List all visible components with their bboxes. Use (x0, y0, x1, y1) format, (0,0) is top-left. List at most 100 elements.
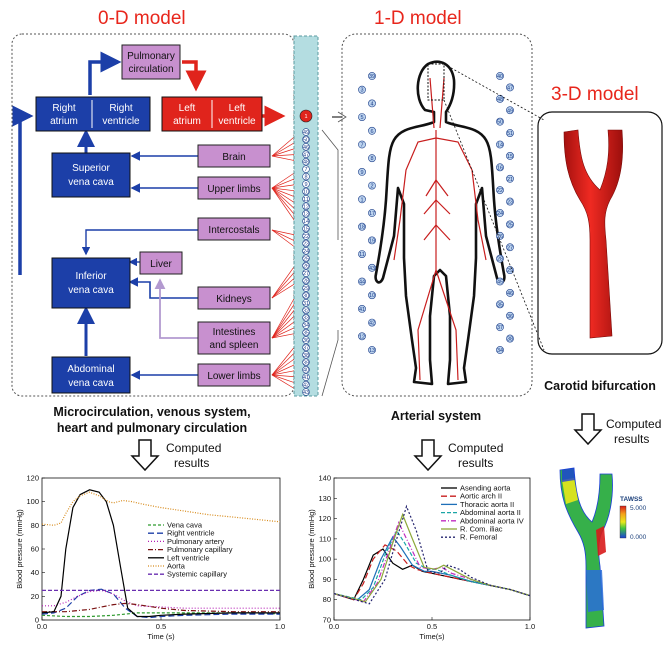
computed-arrow-1d: Computed results (413, 439, 503, 472)
strip-node[interactable] (302, 254, 310, 262)
intercostals-box[interactable] (197, 217, 271, 241)
strip-node[interactable] (302, 247, 310, 255)
artery-node[interactable] (368, 263, 376, 272)
strip-node[interactable] (302, 150, 310, 158)
strip-node-label: 48 (303, 160, 309, 166)
artery-node[interactable] (368, 99, 376, 108)
lower-limbs-box[interactable] (197, 363, 271, 387)
strip-node[interactable] (302, 143, 310, 151)
strip-node[interactable] (302, 314, 310, 322)
strip-node[interactable] (302, 128, 310, 136)
artery-node[interactable] (358, 85, 366, 94)
right-ventricle-label-1: Right (109, 103, 133, 114)
strip-node[interactable] (302, 217, 310, 225)
artery-node[interactable] (368, 154, 376, 163)
kidneys-box[interactable] (197, 286, 271, 310)
strip-node[interactable] (302, 262, 310, 270)
artery-node[interactable] (358, 113, 366, 121)
strip-node[interactable] (302, 373, 310, 381)
abdominal-vena-cava-box[interactable] (51, 356, 131, 394)
intestines-spleen-box[interactable] (197, 321, 271, 355)
artery-node[interactable] (496, 346, 504, 354)
strip-node[interactable] (302, 165, 310, 173)
strip-node[interactable] (302, 232, 310, 240)
root-node[interactable] (299, 109, 313, 123)
artery-node[interactable] (358, 140, 366, 149)
artery-node[interactable] (368, 291, 376, 300)
artery-node[interactable] (496, 186, 504, 195)
artery-node[interactable] (358, 304, 366, 313)
artery-node[interactable] (506, 129, 514, 137)
strip-node[interactable] (302, 291, 310, 300)
artery-node[interactable] (496, 277, 504, 286)
tawss-model (559, 467, 613, 629)
strip-node[interactable] (302, 366, 310, 374)
artery-node[interactable] (368, 72, 376, 80)
artery-node[interactable] (358, 250, 366, 258)
artery-node[interactable] (506, 243, 514, 252)
strip-node[interactable] (302, 195, 310, 203)
artery-node[interactable] (368, 209, 376, 217)
strip-node[interactable] (302, 299, 310, 307)
artery-node[interactable] (506, 266, 514, 274)
strip-node[interactable] (302, 180, 310, 188)
artery-node[interactable] (496, 117, 504, 126)
artery-node[interactable] (358, 332, 366, 341)
artery-node[interactable] (358, 167, 366, 176)
artery-node[interactable] (496, 254, 504, 263)
strip-node[interactable] (302, 172, 310, 181)
right-heart-box[interactable] (35, 96, 151, 132)
artery-node[interactable] (368, 236, 376, 245)
strip-node[interactable] (302, 269, 310, 277)
artery-node[interactable] (506, 106, 514, 115)
artery-node[interactable] (358, 277, 366, 286)
strip-node[interactable] (302, 284, 310, 292)
superior-vena-cava-box[interactable] (51, 152, 131, 198)
liver-box[interactable] (139, 251, 183, 275)
artery-node[interactable] (496, 323, 504, 332)
strip-node[interactable] (302, 351, 310, 359)
artery-node[interactable] (368, 126, 376, 135)
artery-node[interactable] (506, 334, 514, 343)
strip-node[interactable] (302, 388, 310, 396)
artery-node[interactable] (506, 220, 514, 229)
upper-limbs-box[interactable] (197, 176, 271, 200)
artery-node[interactable] (506, 83, 514, 92)
artery-node[interactable] (506, 197, 514, 206)
artery-node[interactable] (506, 174, 514, 183)
artery-node[interactable] (358, 195, 366, 204)
strip-node[interactable] (302, 336, 310, 344)
strip-node[interactable] (302, 380, 310, 389)
artery-node[interactable] (496, 300, 504, 309)
strip-node[interactable] (302, 210, 310, 218)
strip-node[interactable] (302, 158, 310, 166)
strip-node[interactable] (302, 343, 310, 352)
artery-node[interactable] (368, 181, 376, 190)
artery-node[interactable] (506, 311, 514, 320)
artery-node[interactable] (496, 231, 504, 240)
artery-node[interactable] (496, 209, 504, 217)
strip-node[interactable] (302, 358, 310, 366)
artery-node[interactable] (506, 289, 514, 297)
strip-node[interactable] (302, 276, 310, 285)
artery-node[interactable] (358, 222, 366, 231)
strip-node[interactable] (302, 135, 310, 144)
artery-node[interactable] (368, 346, 376, 354)
artery-node[interactable] (496, 163, 504, 172)
inferior-vena-cava-box[interactable] (51, 257, 131, 309)
strip-node[interactable] (302, 328, 310, 337)
strip-node[interactable] (302, 224, 310, 233)
strip-node[interactable] (302, 306, 310, 314)
strip-node[interactable] (302, 202, 310, 210)
strip-node[interactable] (302, 187, 310, 196)
strip-node[interactable] (302, 239, 310, 248)
brain-box[interactable] (197, 144, 271, 168)
artery-node[interactable] (506, 152, 514, 160)
strip-node[interactable] (302, 321, 310, 329)
artery-node[interactable] (496, 72, 504, 80)
artery-node[interactable] (368, 318, 376, 327)
artery-node-label: 19 (369, 238, 375, 244)
artery-node[interactable] (496, 140, 504, 149)
pulmonary-circulation-box[interactable] (121, 44, 181, 80)
